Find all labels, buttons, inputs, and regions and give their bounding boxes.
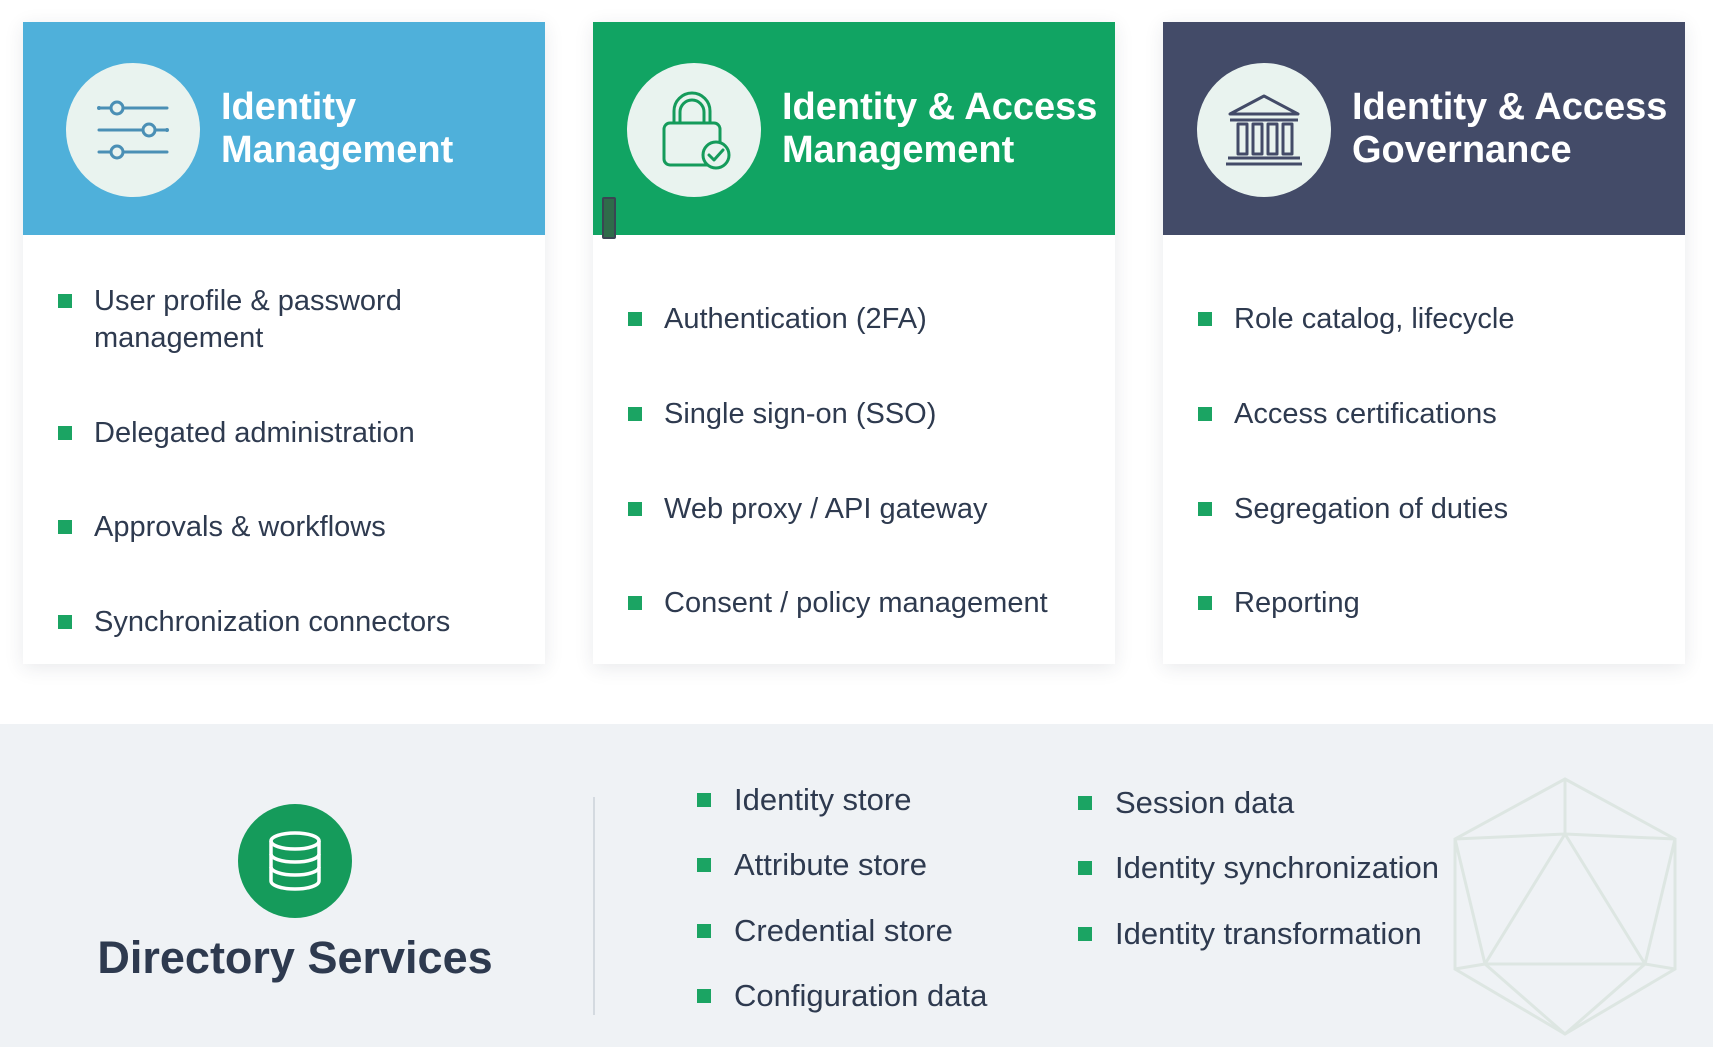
list-item: Segregation of duties	[1198, 491, 1665, 528]
list-item: Reporting	[1198, 585, 1665, 622]
bullet-icon	[1078, 861, 1092, 875]
card-header: Identity Management	[23, 22, 545, 235]
bullet-icon	[58, 294, 72, 308]
directory-services-band: Directory Services Identity store Attrib…	[0, 724, 1713, 1047]
list-item-text: Session data	[1115, 785, 1295, 820]
identity-access-management-card: Identity & Access Management Authenticat…	[593, 22, 1115, 664]
list-item: Session data	[1078, 784, 1294, 822]
bullet-icon	[1198, 502, 1212, 516]
bullet-icon	[1198, 407, 1212, 421]
list-item: Credential store	[697, 912, 953, 950]
list-item-text: Identity synchronization	[1115, 850, 1439, 885]
list-item: Single sign-on (SSO)	[628, 396, 1095, 433]
list-item-text: Identity store	[734, 782, 912, 817]
bullet-icon	[628, 502, 642, 516]
list-item-text: Access certifications	[1234, 398, 1497, 430]
polyhedron-watermark-icon	[1453, 777, 1677, 1036]
list-item: Web proxy / API gateway	[628, 491, 1095, 528]
bullet-icon	[58, 426, 72, 440]
list-item-text: Delegated administration	[94, 417, 415, 449]
list-item: Attribute store	[697, 846, 927, 884]
directory-services-title: Directory Services	[97, 932, 493, 983]
bullet-icon	[628, 407, 642, 421]
list-item-text: Role catalog, lifecycle	[1234, 303, 1515, 335]
text-cursor-marker	[602, 197, 616, 239]
list-item-text: Reporting	[1234, 587, 1360, 619]
list-item: Authentication (2FA)	[628, 301, 1095, 338]
bullet-icon	[628, 312, 642, 326]
bullet-icon	[697, 924, 711, 938]
list-item: Consent / policy management	[628, 585, 1095, 622]
list-item-text: Segregation of duties	[1234, 493, 1509, 525]
list-item: Approvals & workflows	[58, 509, 525, 546]
card-title: Identity & Access Governance	[1352, 22, 1667, 235]
database-icon	[238, 804, 352, 918]
list-item: Identity store	[697, 781, 911, 819]
bullet-icon	[628, 596, 642, 610]
bullet-icon	[697, 989, 711, 1003]
card-header: Identity & Access Management	[593, 22, 1115, 235]
list-item-text: Single sign-on (SSO)	[664, 398, 937, 430]
list-item-text: Configuration data	[734, 978, 988, 1013]
list-item-text: Authentication (2FA)	[664, 303, 927, 335]
divider	[593, 797, 595, 1015]
list-item: Identity synchronization	[1078, 849, 1439, 887]
identity-management-card: Identity Management User profile & passw…	[23, 22, 545, 664]
list-item-text: Synchronization connectors	[94, 606, 451, 638]
list-item: Role catalog, lifecycle	[1198, 301, 1665, 338]
card-title-line1: Identity	[221, 85, 357, 128]
card-title-line1: Identity & Access	[1352, 85, 1668, 128]
list-item: Configuration data	[697, 977, 987, 1015]
list-item: Identity transformation	[1078, 915, 1422, 953]
list-item-text: Approvals & workflows	[94, 511, 386, 543]
list-item-text: Credential store	[734, 913, 953, 948]
list-item: Synchronization connectors	[58, 604, 525, 641]
card-title-line2: Management	[782, 128, 1015, 171]
card-header: Identity & Access Governance	[1163, 22, 1685, 235]
card-title: Identity Management	[221, 22, 453, 235]
card-title-line2: Management	[221, 128, 454, 171]
list-item-text: Consent / policy management	[664, 587, 1048, 619]
bullet-icon	[697, 858, 711, 872]
bullet-icon	[1198, 596, 1212, 610]
card-title-line1: Identity & Access	[782, 85, 1098, 128]
bullet-icon	[58, 615, 72, 629]
lock-check-icon	[627, 63, 761, 197]
card-title: Identity & Access Management	[782, 22, 1097, 235]
sliders-icon	[66, 63, 200, 197]
bullet-icon	[697, 793, 711, 807]
card-title-line2: Governance	[1352, 128, 1572, 171]
institution-icon	[1197, 63, 1331, 197]
bullet-icon	[1198, 312, 1212, 326]
list-item-text: User profile & password management	[94, 285, 402, 354]
bullet-icon	[1078, 927, 1092, 941]
list-item-text: Identity transformation	[1115, 916, 1422, 951]
list-item-text: Web proxy / API gateway	[664, 493, 988, 525]
bullet-icon	[1078, 796, 1092, 810]
list-item: Access certifications	[1198, 396, 1665, 433]
list-item: Delegated administration	[58, 415, 525, 452]
list-item: User profile & password management	[58, 283, 525, 357]
bullet-icon	[58, 520, 72, 534]
identity-access-governance-card: Identity & Access Governance Role catalo…	[1163, 22, 1685, 664]
list-item-text: Attribute store	[734, 847, 927, 882]
